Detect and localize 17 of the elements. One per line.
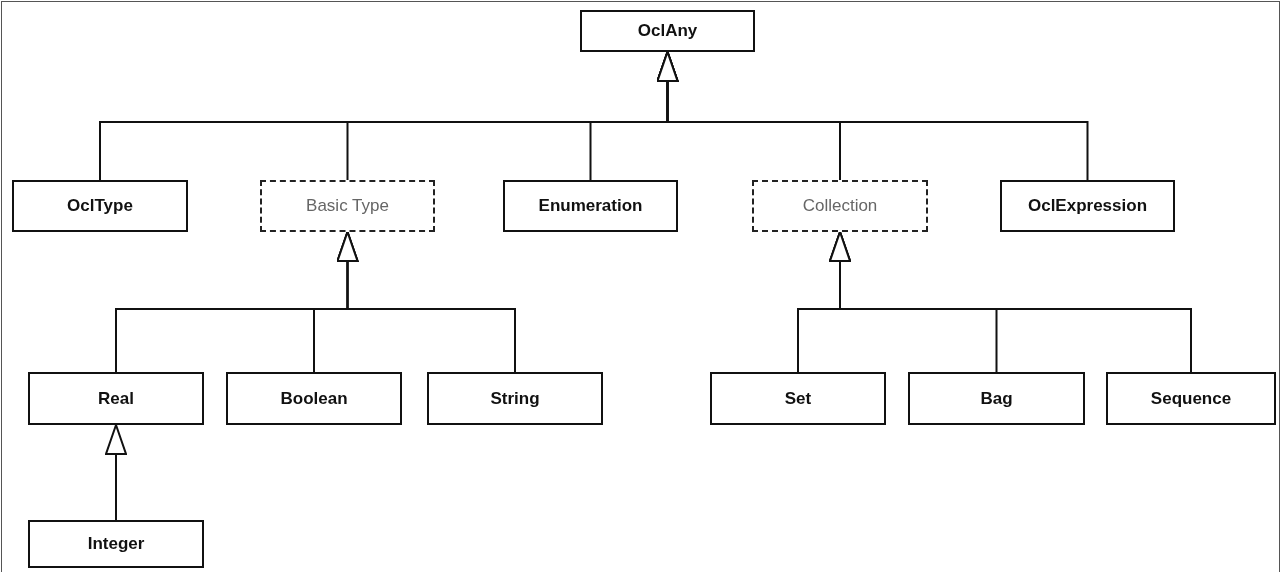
class-box: Boolean [226, 372, 402, 425]
class-box: Bag [908, 372, 1085, 425]
generalization-arrow [105, 424, 127, 521]
generalization-arrow [656, 51, 1089, 181]
class-box: OclAny [580, 10, 755, 52]
abstract-class-box: Basic Type [260, 180, 435, 232]
class-box: Integer [28, 520, 204, 568]
class-box: Set [710, 372, 886, 425]
abstract-class-box: Collection [752, 180, 928, 232]
class-box: Sequence [1106, 372, 1276, 425]
class-box: Real [28, 372, 204, 425]
class-box: OclExpression [1000, 180, 1175, 232]
class-box: Enumeration [503, 180, 678, 232]
class-box: OclType [12, 180, 188, 232]
generalization-arrow [829, 231, 1192, 373]
generalization-arrow [336, 231, 516, 373]
class-box: String [427, 372, 603, 425]
